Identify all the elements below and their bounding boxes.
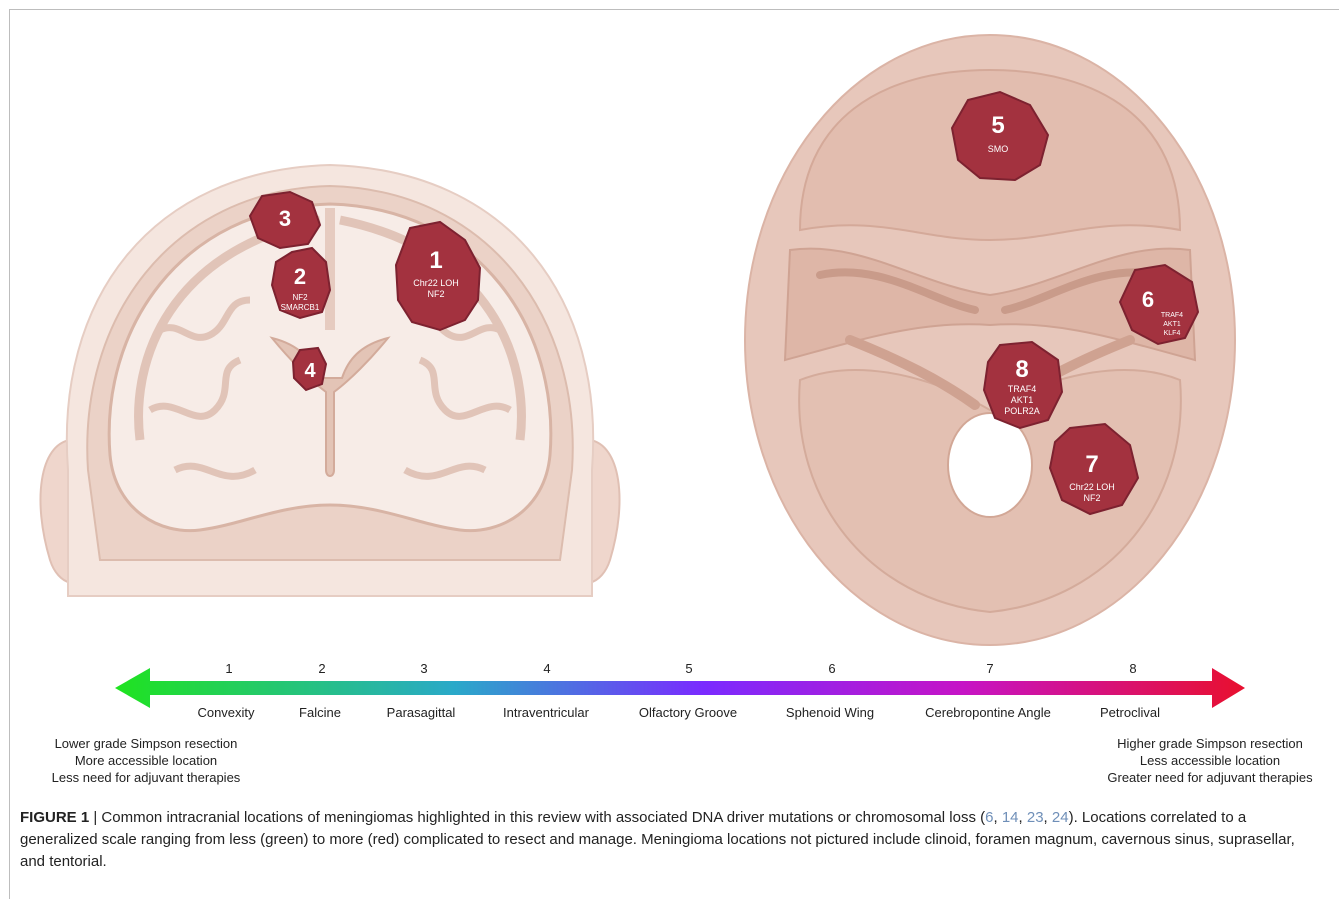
tumor-4: 4 <box>291 346 328 392</box>
tumor-2-gene-1: NF2 <box>292 293 308 302</box>
tumor-2-gene-2: SMARCB1 <box>281 303 320 312</box>
tumor-5-gene-1: SMO <box>988 144 1009 154</box>
scale-number-5: 5 <box>685 661 693 676</box>
left-note-line-3: Less need for adjuvant therapies <box>51 770 241 785</box>
scale-left-note: Lower grade Simpson resection More acces… <box>40 735 252 786</box>
scale-label-intraventricular: Intraventricular <box>503 705 589 720</box>
tumor-8-number: 8 <box>1015 356 1028 383</box>
tumor-2-number: 2 <box>294 264 306 289</box>
tumor-6-gene-2: AKT1 <box>1163 321 1181 328</box>
scale-label-cerebropontine-angle: Cerebropontine Angle <box>925 705 1051 720</box>
tumor-8-gene-2: AKT1 <box>1011 395 1034 405</box>
left-note-line-1: Lower grade Simpson resection <box>54 736 238 751</box>
tumor-6-gene-3: KLF4 <box>1164 330 1181 337</box>
meningioma-illustration: 1 Chr22 LOH NF2 2 NF2 SMARCB1 3 4 5 SMO … <box>39 34 1245 708</box>
scale-label-sphenoid-wing: Sphenoid Wing <box>785 705 875 720</box>
tumor-1-gene-1: Chr22 LOH <box>413 278 459 288</box>
right-note-line-2: Less accessible location <box>1139 753 1281 768</box>
tumor-1-number: 1 <box>429 247 442 274</box>
scale-number-6: 6 <box>828 661 836 676</box>
scale-number-8: 8 <box>1129 661 1137 676</box>
tumor-4-number: 4 <box>304 360 316 382</box>
tumor-6: 6 TRAF4 AKT1 KLF4 <box>1118 263 1200 346</box>
tumor-6-number: 6 <box>1142 287 1154 312</box>
figure-frame <box>9 9 1339 899</box>
tumor-7-gene-2: NF2 <box>1083 493 1100 503</box>
scale-number-1: 1 <box>225 661 233 676</box>
scale-label-olfactory-groove: Olfactory Groove <box>638 705 738 720</box>
right-note-line-1: Higher grade Simpson resection <box>1117 736 1303 751</box>
figure-caption: FIGURE 1 | Common intracranial locations… <box>20 809 1295 870</box>
tumor-8: 8 TRAF4 AKT1 POLR2A <box>982 340 1064 430</box>
right-note-line-3: Greater need for adjuvant therapies <box>1107 770 1313 785</box>
scale-number-4: 4 <box>543 661 551 676</box>
tumor-5-number: 5 <box>991 112 1004 139</box>
scale-right-note: Higher grade Simpson resection Less acce… <box>1093 735 1327 786</box>
caption-separator: | <box>89 809 102 826</box>
scale-label-falcine: Falcine <box>299 705 341 720</box>
tumor-3-number: 3 <box>279 206 291 231</box>
tumor-8-gene-3: POLR2A <box>1004 406 1040 416</box>
tumor-2: 2 NF2 SMARCB1 <box>270 246 332 320</box>
scale-label-petroclival: Petroclival <box>1100 705 1160 720</box>
tumor-8-gene-1: TRAF4 <box>1008 384 1037 394</box>
coronal-brain-section <box>39 163 621 597</box>
tumor-7-gene-1: Chr22 LOH <box>1069 482 1115 492</box>
tumor-7: 7 Chr22 LOH NF2 <box>1048 422 1140 516</box>
caption-text-end: ). Locations correlated to a generalized… <box>20 809 1295 870</box>
caption-label: FIGURE 1 <box>20 809 90 826</box>
tumor-7-number: 7 <box>1085 451 1098 478</box>
left-note-line-2: More accessible location <box>74 753 218 768</box>
citation-link[interactable]: 24 <box>1051 809 1069 826</box>
citation-link[interactable]: 23 <box>1026 809 1044 826</box>
scale-number-3: 3 <box>420 661 428 676</box>
citation-link[interactable]: 14 <box>1001 809 1019 826</box>
tumor-5: 5 SMO <box>950 90 1050 182</box>
citation-link[interactable]: 6 <box>985 809 994 826</box>
scale-label-convexity: Convexity <box>197 705 255 720</box>
scale-number-7: 7 <box>986 661 994 676</box>
complexity-scale-arrow <box>115 668 1245 708</box>
tumor-6-gene-1: TRAF4 <box>1161 312 1183 319</box>
tumor-1-gene-2: NF2 <box>427 289 444 299</box>
caption-text-start: Common intracranial locations of meningi… <box>101 809 986 826</box>
tumor-3: 3 <box>248 190 322 250</box>
scale-label-parasagittal: Parasagittal <box>386 705 456 720</box>
scale-number-2: 2 <box>318 661 326 676</box>
tumor-1: 1 Chr22 LOH NF2 <box>394 220 482 332</box>
